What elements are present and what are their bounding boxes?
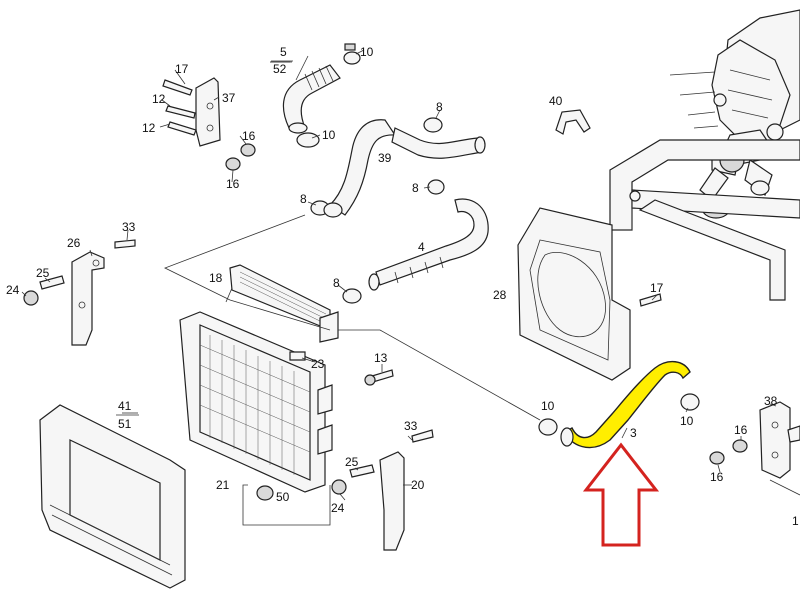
highlight-arrow — [582, 442, 660, 547]
bracket-40 — [555, 109, 591, 135]
nuts-16-right — [709, 439, 748, 465]
label-21: 21 — [216, 478, 230, 492]
label-16c: 16 — [734, 423, 748, 437]
label-40: 40 — [549, 94, 563, 108]
label-28: 28 — [493, 288, 507, 302]
label-33a: 33 — [122, 220, 136, 234]
label-50: 50 — [276, 490, 290, 504]
clamp-8-hose4 — [342, 288, 362, 304]
radiator-core-hatch — [199, 335, 311, 475]
label-16b: 16 — [226, 177, 240, 191]
bracket-38 — [759, 401, 800, 479]
nut-50 — [256, 485, 274, 501]
label-20: 20 — [411, 478, 425, 492]
bracket-37 — [195, 77, 221, 147]
shroud-41 — [39, 404, 186, 589]
label-1: 1 — [792, 514, 799, 528]
intercooler-18 — [229, 264, 339, 343]
label-16d: 16 — [710, 470, 724, 484]
label-10-mid: 10 — [322, 128, 336, 142]
stud-25-24-right — [331, 464, 375, 495]
label-12a: 12 — [152, 92, 166, 106]
radiator-21 — [179, 311, 333, 493]
bolt-13 — [364, 369, 394, 386]
clamp-10-hose3-left — [538, 418, 558, 436]
label-16a: 16 — [242, 129, 256, 143]
label-8c: 8 — [300, 192, 307, 206]
fan-shroud-28 — [517, 207, 662, 381]
bolts-12-17 — [162, 79, 197, 136]
label-13: 13 — [374, 351, 388, 365]
clamp-10-mid — [296, 132, 320, 148]
label-38: 38 — [764, 394, 778, 408]
label-26: 26 — [67, 236, 81, 250]
label-3: 3 — [630, 426, 637, 440]
label-8b: 8 — [412, 181, 419, 195]
bracket-20 — [379, 429, 434, 551]
label-8a: 8 — [436, 100, 443, 114]
clip-23 — [289, 351, 306, 361]
label-17b: 17 — [650, 281, 664, 295]
stud-25-24-left — [23, 275, 65, 306]
label-10c: 10 — [541, 399, 555, 413]
clamp-8-right — [427, 179, 445, 195]
clamp-10-hose3-right — [680, 393, 700, 411]
clamp-8-top — [423, 117, 443, 133]
hose-4 — [368, 198, 489, 291]
lower-hose-3 — [560, 361, 691, 449]
label-41: 41 — [118, 399, 132, 413]
nuts-16 — [225, 143, 256, 171]
label-12b: 12 — [142, 121, 156, 135]
label-24b: 24 — [331, 501, 345, 515]
upper-hose-5 — [282, 64, 341, 134]
label-10d: 10 — [680, 414, 694, 428]
label-8d: 8 — [333, 276, 340, 290]
engine-block — [669, 9, 800, 146]
label-33b: 33 — [404, 419, 418, 433]
label-51: 51 — [118, 417, 132, 431]
bracket-26 — [71, 239, 136, 346]
label-24a: 24 — [6, 283, 20, 297]
clamp-10-top — [343, 43, 361, 65]
label-39: 39 — [378, 151, 392, 165]
label-52: 52 — [273, 62, 287, 76]
leader-lines — [21, 49, 800, 526]
upper-hose-39 — [329, 119, 486, 216]
label-18: 18 — [209, 271, 223, 285]
chassis-frame — [609, 139, 800, 301]
label-23: 23 — [311, 357, 325, 371]
label-25b: 25 — [345, 455, 359, 469]
label-17: 17 — [175, 62, 189, 76]
label-4: 4 — [418, 240, 425, 254]
label-37: 37 — [222, 91, 236, 105]
callout-labels: 5 52 10 17 12 12 37 16 16 10 39 8 40 8 8… — [6, 45, 799, 528]
label-5: 5 — [280, 45, 287, 59]
clamp-8-left — [310, 200, 343, 218]
label-10-top: 10 — [360, 45, 374, 59]
label-25a: 25 — [36, 266, 50, 280]
